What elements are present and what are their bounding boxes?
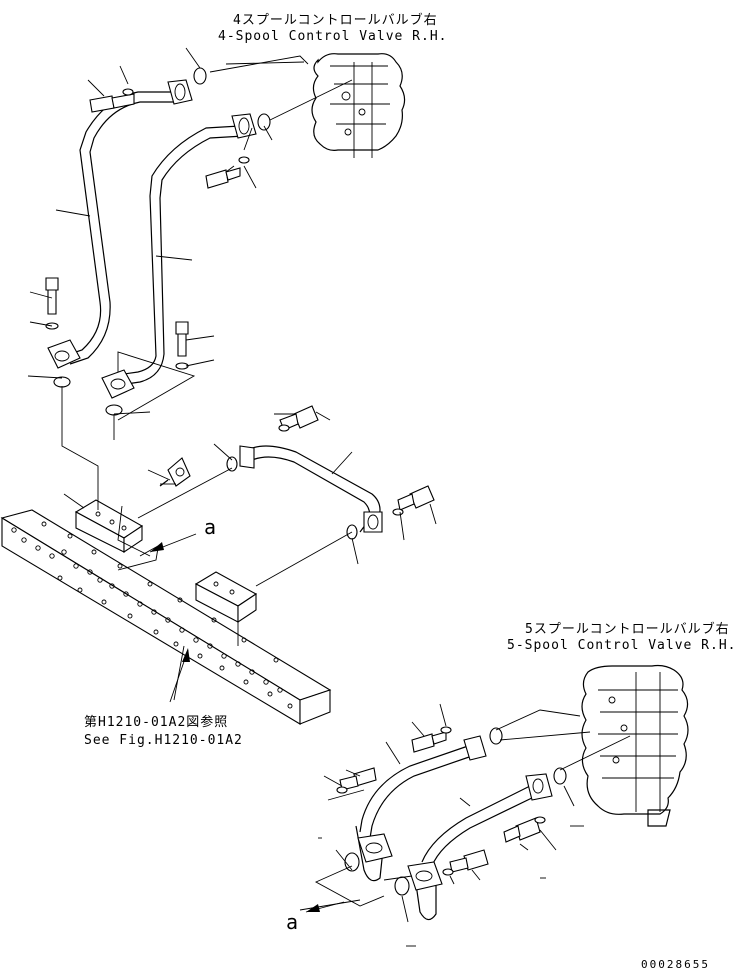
flange-top-2 (231, 113, 257, 139)
bolt-set-bottom (336, 726, 546, 876)
o-rings-top (53, 67, 358, 540)
tube-bottom-1 (355, 745, 473, 882)
flange-bottom-1 (357, 735, 487, 863)
reference-arrow-top (149, 533, 197, 553)
control-valve-top (311, 53, 406, 158)
manifold-block (0, 509, 332, 725)
see-fig-label-en: See Fig.H1210-01A2 (84, 733, 243, 748)
valve-bottom-label-en: 5-Spool Control Valve R.H. (507, 638, 737, 653)
see-fig-label-jp: 第H1210-01A2図参照 (84, 715, 229, 730)
reference-arrow-bottom (305, 901, 345, 913)
flange-top-1 (167, 79, 193, 105)
drawing-code: 00028655 (641, 958, 710, 971)
fitting-connector (159, 457, 191, 487)
leader-lines (27, 47, 631, 947)
flange-top-4 (101, 369, 135, 399)
bolt-set-top (45, 88, 435, 516)
o-rings-bottom (344, 727, 567, 896)
flange-bottom-2 (407, 773, 553, 891)
flange-middle (239, 445, 383, 533)
tube-top-1 (63, 91, 176, 365)
valve-top-label-jp: 4スプールコントロールバルブ右 (233, 13, 438, 28)
see-fig-arrow (169, 648, 190, 703)
valve-top-label-en: 4-Spool Control Valve R.H. (218, 29, 448, 44)
control-valve-bottom (581, 664, 689, 827)
reference-a-bottom: a (286, 910, 299, 934)
tube-top-2 (123, 125, 245, 385)
flange-top-3 (47, 339, 81, 369)
valve-bottom-label-jp: 5スプールコントロールバルブ右 (525, 622, 730, 637)
reference-a-top: a (204, 515, 217, 539)
tube-middle (243, 445, 381, 533)
